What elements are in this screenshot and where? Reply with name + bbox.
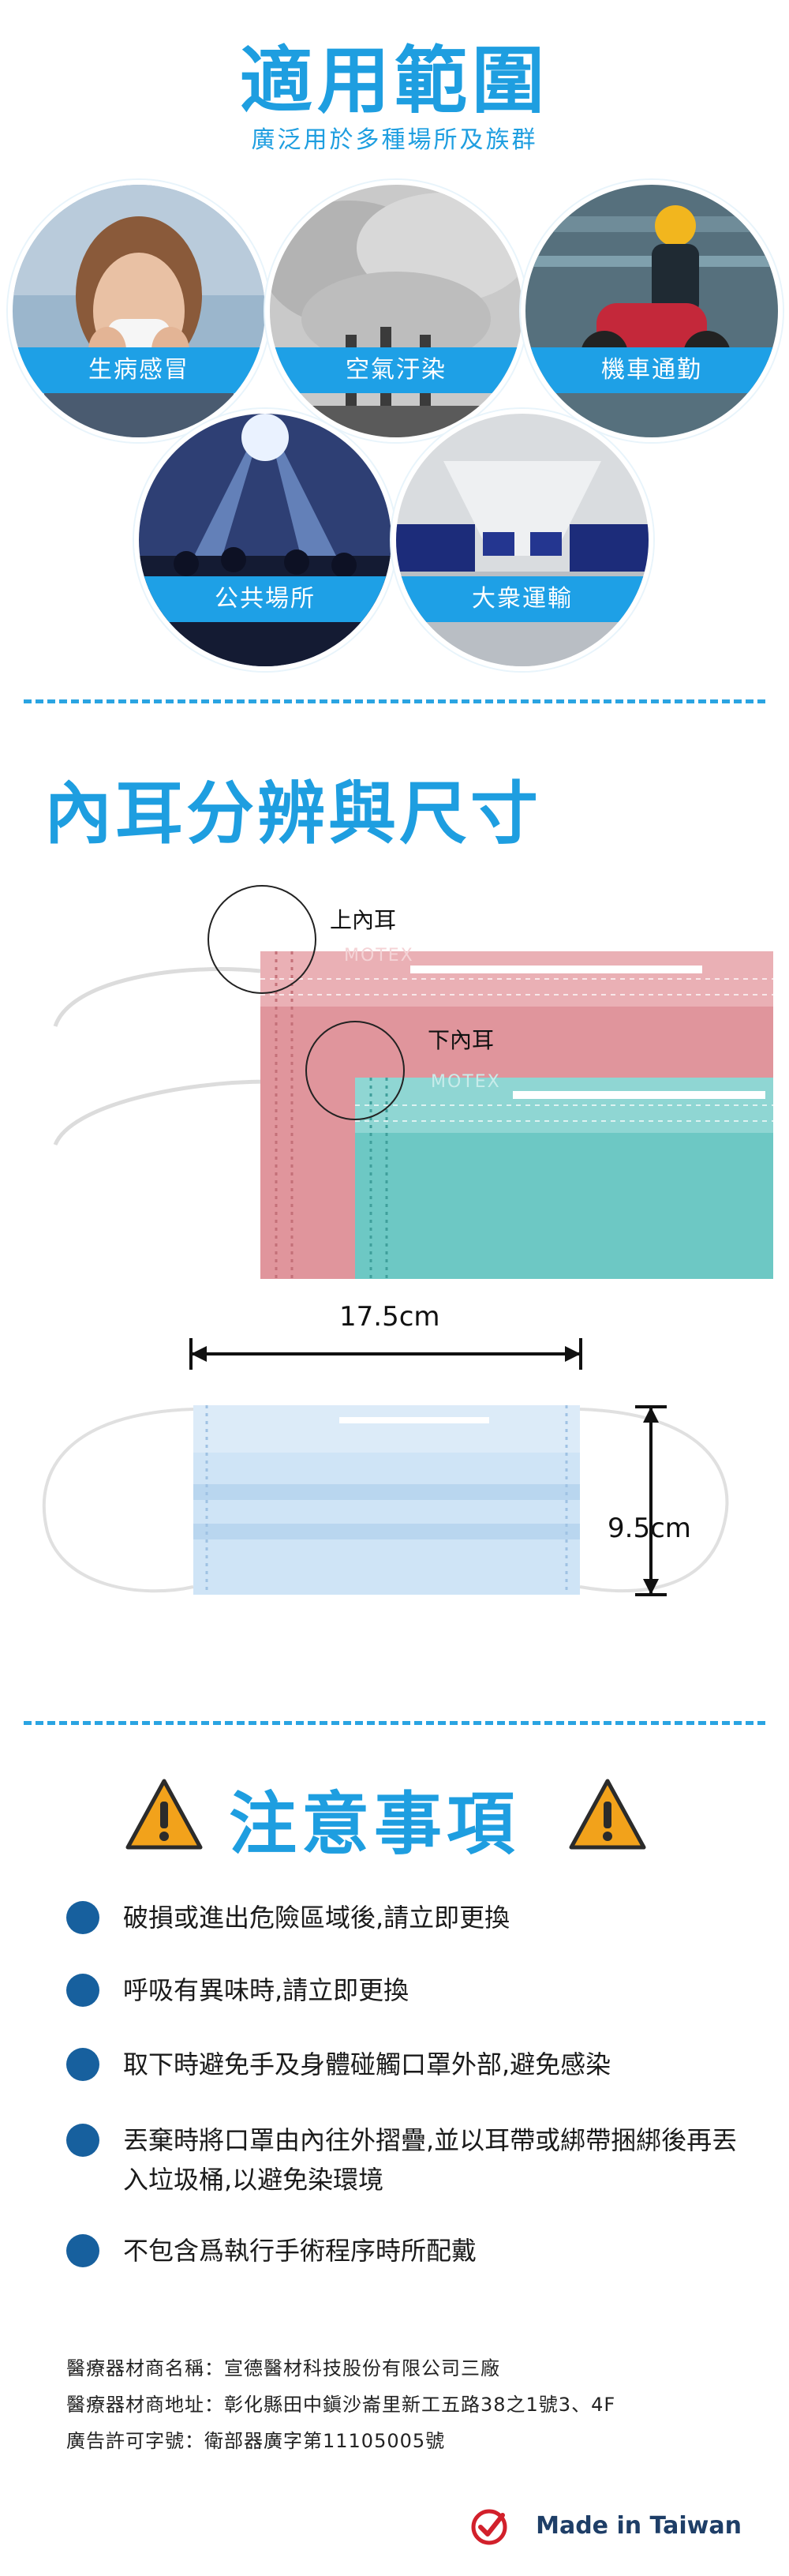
check-badge-icon xyxy=(471,2509,507,2545)
factory-smoke-image xyxy=(270,185,522,437)
section-divider xyxy=(24,699,765,703)
usage-circle-pollution: 空氣汙染 xyxy=(265,180,527,442)
circle-label: 空氣汙染 xyxy=(270,347,522,393)
sick-person-image xyxy=(13,185,265,437)
train-interior-image xyxy=(396,414,649,666)
circle-label: 大衆運輸 xyxy=(396,576,649,622)
bullet-dot-icon xyxy=(66,2124,99,2157)
circle-label: 機車通勤 xyxy=(525,347,778,393)
ad-license: 廣告許可字號：衛部器廣字第11105005號 xyxy=(66,2430,446,2452)
warning-icon xyxy=(125,1779,203,1850)
usage-circle-crowd: 公共場所 xyxy=(134,409,396,671)
maker-name: 醫療器材商名稱：宣德醫材科技股份有限公司三廠 xyxy=(66,2357,500,2379)
circle-label: 公共場所 xyxy=(139,576,391,622)
bullet-dot-icon xyxy=(66,1901,99,1934)
usage-subtitle: 廣泛用於多種場所及族群 xyxy=(251,126,538,154)
circle-label: 生病感冒 xyxy=(13,347,265,393)
usage-circle-sick: 生病感冒 xyxy=(8,180,270,442)
mask-height-label: 9.5cm xyxy=(608,1513,691,1544)
warning-icon xyxy=(569,1779,646,1850)
usage-circle-scooter: 機車通勤 xyxy=(521,180,783,442)
usage-title: 適用範圍 xyxy=(239,39,549,123)
upper-ear-label: 上內耳 xyxy=(330,907,397,933)
caution-item-text: 破損或進出危險區域後,請立即更換 xyxy=(123,1903,510,1933)
bullet-dot-icon xyxy=(66,2048,99,2081)
caution-item-text: 丟棄時將口罩由內往外摺疊,並以耳帶或綁帶捆綁後再丟入垃圾桶,以避免染環境 xyxy=(123,2125,738,2195)
caution-item-text: 取下時避免手及身體碰觸口罩外部,避免感染 xyxy=(123,2049,611,2079)
scooter-rider-image xyxy=(525,185,778,437)
caution-item-text: 呼吸有異味時,請立即更換 xyxy=(123,1975,409,2005)
ear-title: 內耳分辨與尺寸 xyxy=(44,774,541,853)
lower-ear-label: 下內耳 xyxy=(428,1027,495,1053)
caution-title: 注意事項 xyxy=(229,1785,519,1864)
brand-mark-lower: MOTEX xyxy=(431,1072,501,1092)
section-divider xyxy=(24,1721,765,1725)
bullet-dot-icon xyxy=(66,2234,99,2267)
concert-crowd-image xyxy=(139,414,391,666)
usage-circle-train: 大衆運輸 xyxy=(391,409,653,671)
brand-mark-upper: MOTEX xyxy=(344,946,414,966)
mask-width-label: 17.5cm xyxy=(339,1301,440,1333)
ear-loop-diagram xyxy=(53,885,773,1279)
made-in-taiwan: Made in Taiwan xyxy=(536,2512,742,2540)
maker-address: 醫療器材商地址：彰化縣田中鎭沙崙里新工五路38之1號3、4F xyxy=(66,2394,616,2416)
mask-size-diagram xyxy=(42,1338,729,1596)
bullet-dot-icon xyxy=(66,1974,99,2007)
caution-item-text: 不包含爲執行手術程序時所配戴 xyxy=(123,2236,477,2266)
